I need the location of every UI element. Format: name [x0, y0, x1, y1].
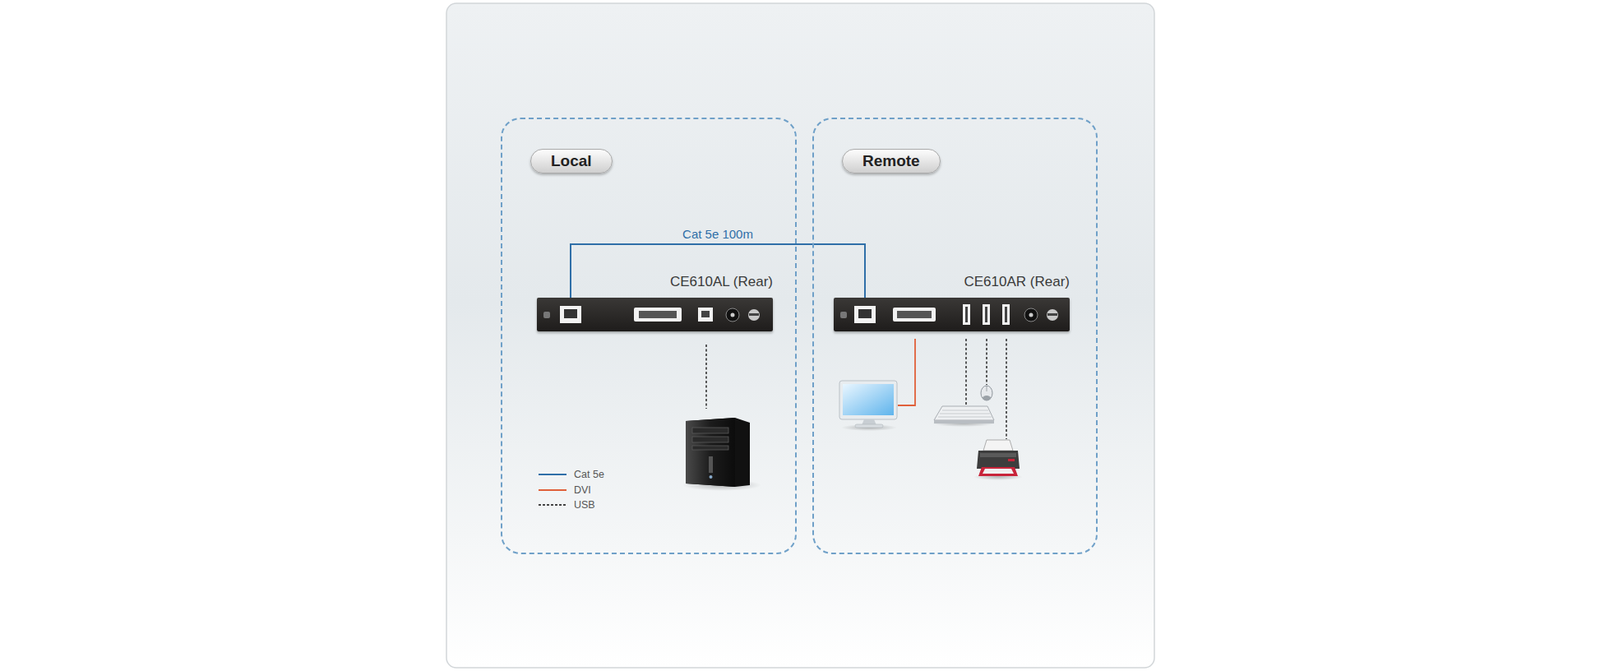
shape	[858, 309, 872, 319]
dvi-port	[633, 307, 682, 322]
usb-wire	[706, 344, 708, 409]
legend-text: USB	[573, 499, 596, 511]
usb-a-port	[982, 304, 990, 325]
panel-ports	[833, 297, 1070, 332]
unit-label: CE610AR (Rear)	[964, 273, 1071, 291]
legend-sample	[538, 487, 567, 493]
shape	[965, 306, 968, 323]
unit-label: CE610AL (Rear)	[670, 273, 773, 291]
mouse	[980, 385, 993, 401]
region-title: Remote	[841, 148, 941, 174]
rj45-port	[559, 305, 582, 324]
legend-sample	[538, 471, 567, 477]
legend-sample	[538, 502, 567, 508]
legend: Cat 5e DVI USB	[538, 467, 605, 514]
shape	[638, 310, 677, 319]
usb-a-port	[1002, 304, 1010, 325]
printer	[973, 439, 1023, 481]
region-panel: LocalCE610AL (Rear)	[500, 117, 797, 555]
legend-text: DVI	[573, 484, 592, 496]
legend-row: Cat 5e	[538, 467, 605, 483]
grounding	[748, 309, 760, 321]
usb-b-port	[698, 307, 713, 322]
power-jack	[726, 308, 740, 322]
legend-line	[538, 489, 567, 491]
monitor	[839, 380, 898, 431]
shape	[1047, 313, 1058, 316]
cat5e-cable	[570, 244, 865, 298]
shape	[564, 309, 578, 319]
keyboard	[932, 406, 995, 427]
shape	[701, 310, 710, 318]
shape	[897, 310, 932, 319]
extender-unit: CE610AR (Rear)	[833, 297, 1070, 332]
legend-line	[538, 504, 567, 506]
region-title: Local	[530, 148, 613, 174]
computer-tower	[682, 417, 762, 491]
legend-row: USB	[538, 497, 605, 514]
extender-unit: CE610AL (Rear)	[536, 297, 773, 332]
card-background	[446, 3, 1155, 668]
shape	[1004, 306, 1008, 323]
region-panel: RemoteCE610AR (Rear)	[812, 117, 1098, 555]
usb-a-port	[962, 304, 971, 325]
shape	[730, 313, 736, 318]
indicator	[543, 311, 551, 319]
shape	[749, 313, 759, 316]
rj45-port	[854, 305, 876, 324]
dvi-wire	[897, 338, 916, 406]
legend-line	[538, 473, 567, 476]
indicator	[840, 311, 847, 319]
dvi-port	[892, 307, 936, 322]
shape	[1029, 313, 1034, 318]
power-jack	[1024, 308, 1038, 322]
panel-ports	[536, 297, 773, 332]
grounding	[1046, 309, 1059, 321]
legend-row: DVI	[538, 482, 605, 499]
edge-label: Cat 5e 100m	[682, 226, 754, 241]
legend-text: Cat 5e	[573, 468, 605, 481]
shape	[984, 306, 988, 323]
